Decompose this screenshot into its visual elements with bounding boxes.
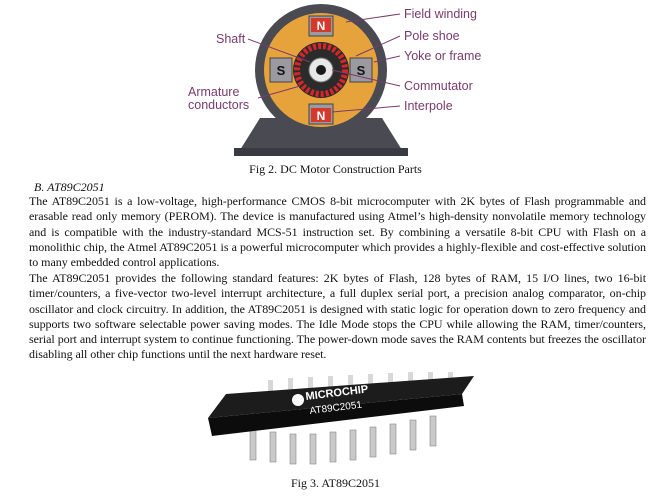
- callout-lines: [247, 13, 401, 113]
- label-commutator: Commutator: [404, 79, 473, 93]
- interpoles: [311, 18, 331, 122]
- label-yoke: Yoke or frame: [404, 49, 481, 63]
- shaft: [316, 65, 326, 75]
- pole-n-top: N: [317, 19, 326, 33]
- figure-2-caption: Fig 2. DC Motor Construction Parts: [249, 162, 422, 176]
- pole-s-right: S: [357, 63, 366, 78]
- label-field-winding: Field winding: [404, 7, 477, 21]
- chip-pins: [249, 415, 437, 465]
- figure-3-caption: Fig 3. AT89C2051: [290, 476, 380, 490]
- chip-photo: MICROCHIP AT89C2051: [208, 372, 474, 465]
- chip-body-side: [208, 394, 464, 436]
- label-shaft: Shaft: [216, 32, 246, 46]
- label-interpole: Interpole: [404, 99, 453, 113]
- paragraph-2: The AT89C2051 provides the following sta…: [29, 271, 646, 362]
- paragraph-1: The AT89C2051 is a low-voltage, high-per…: [29, 194, 646, 270]
- armature-conductors: [294, 43, 348, 97]
- chip-body-top: [208, 376, 474, 418]
- label-armature-1: Armature: [188, 85, 239, 99]
- pole-n-bottom: N: [317, 109, 326, 123]
- microchip-logo-icon: [292, 394, 304, 406]
- dc-motor-diagram: S S N N Shaft Armature conductors Field …: [188, 4, 481, 156]
- pole-s-left: S: [277, 63, 286, 78]
- label-pole-shoe: Pole shoe: [404, 29, 460, 43]
- section-heading: B. AT89C2051: [34, 180, 105, 194]
- label-armature-2: conductors: [188, 98, 249, 112]
